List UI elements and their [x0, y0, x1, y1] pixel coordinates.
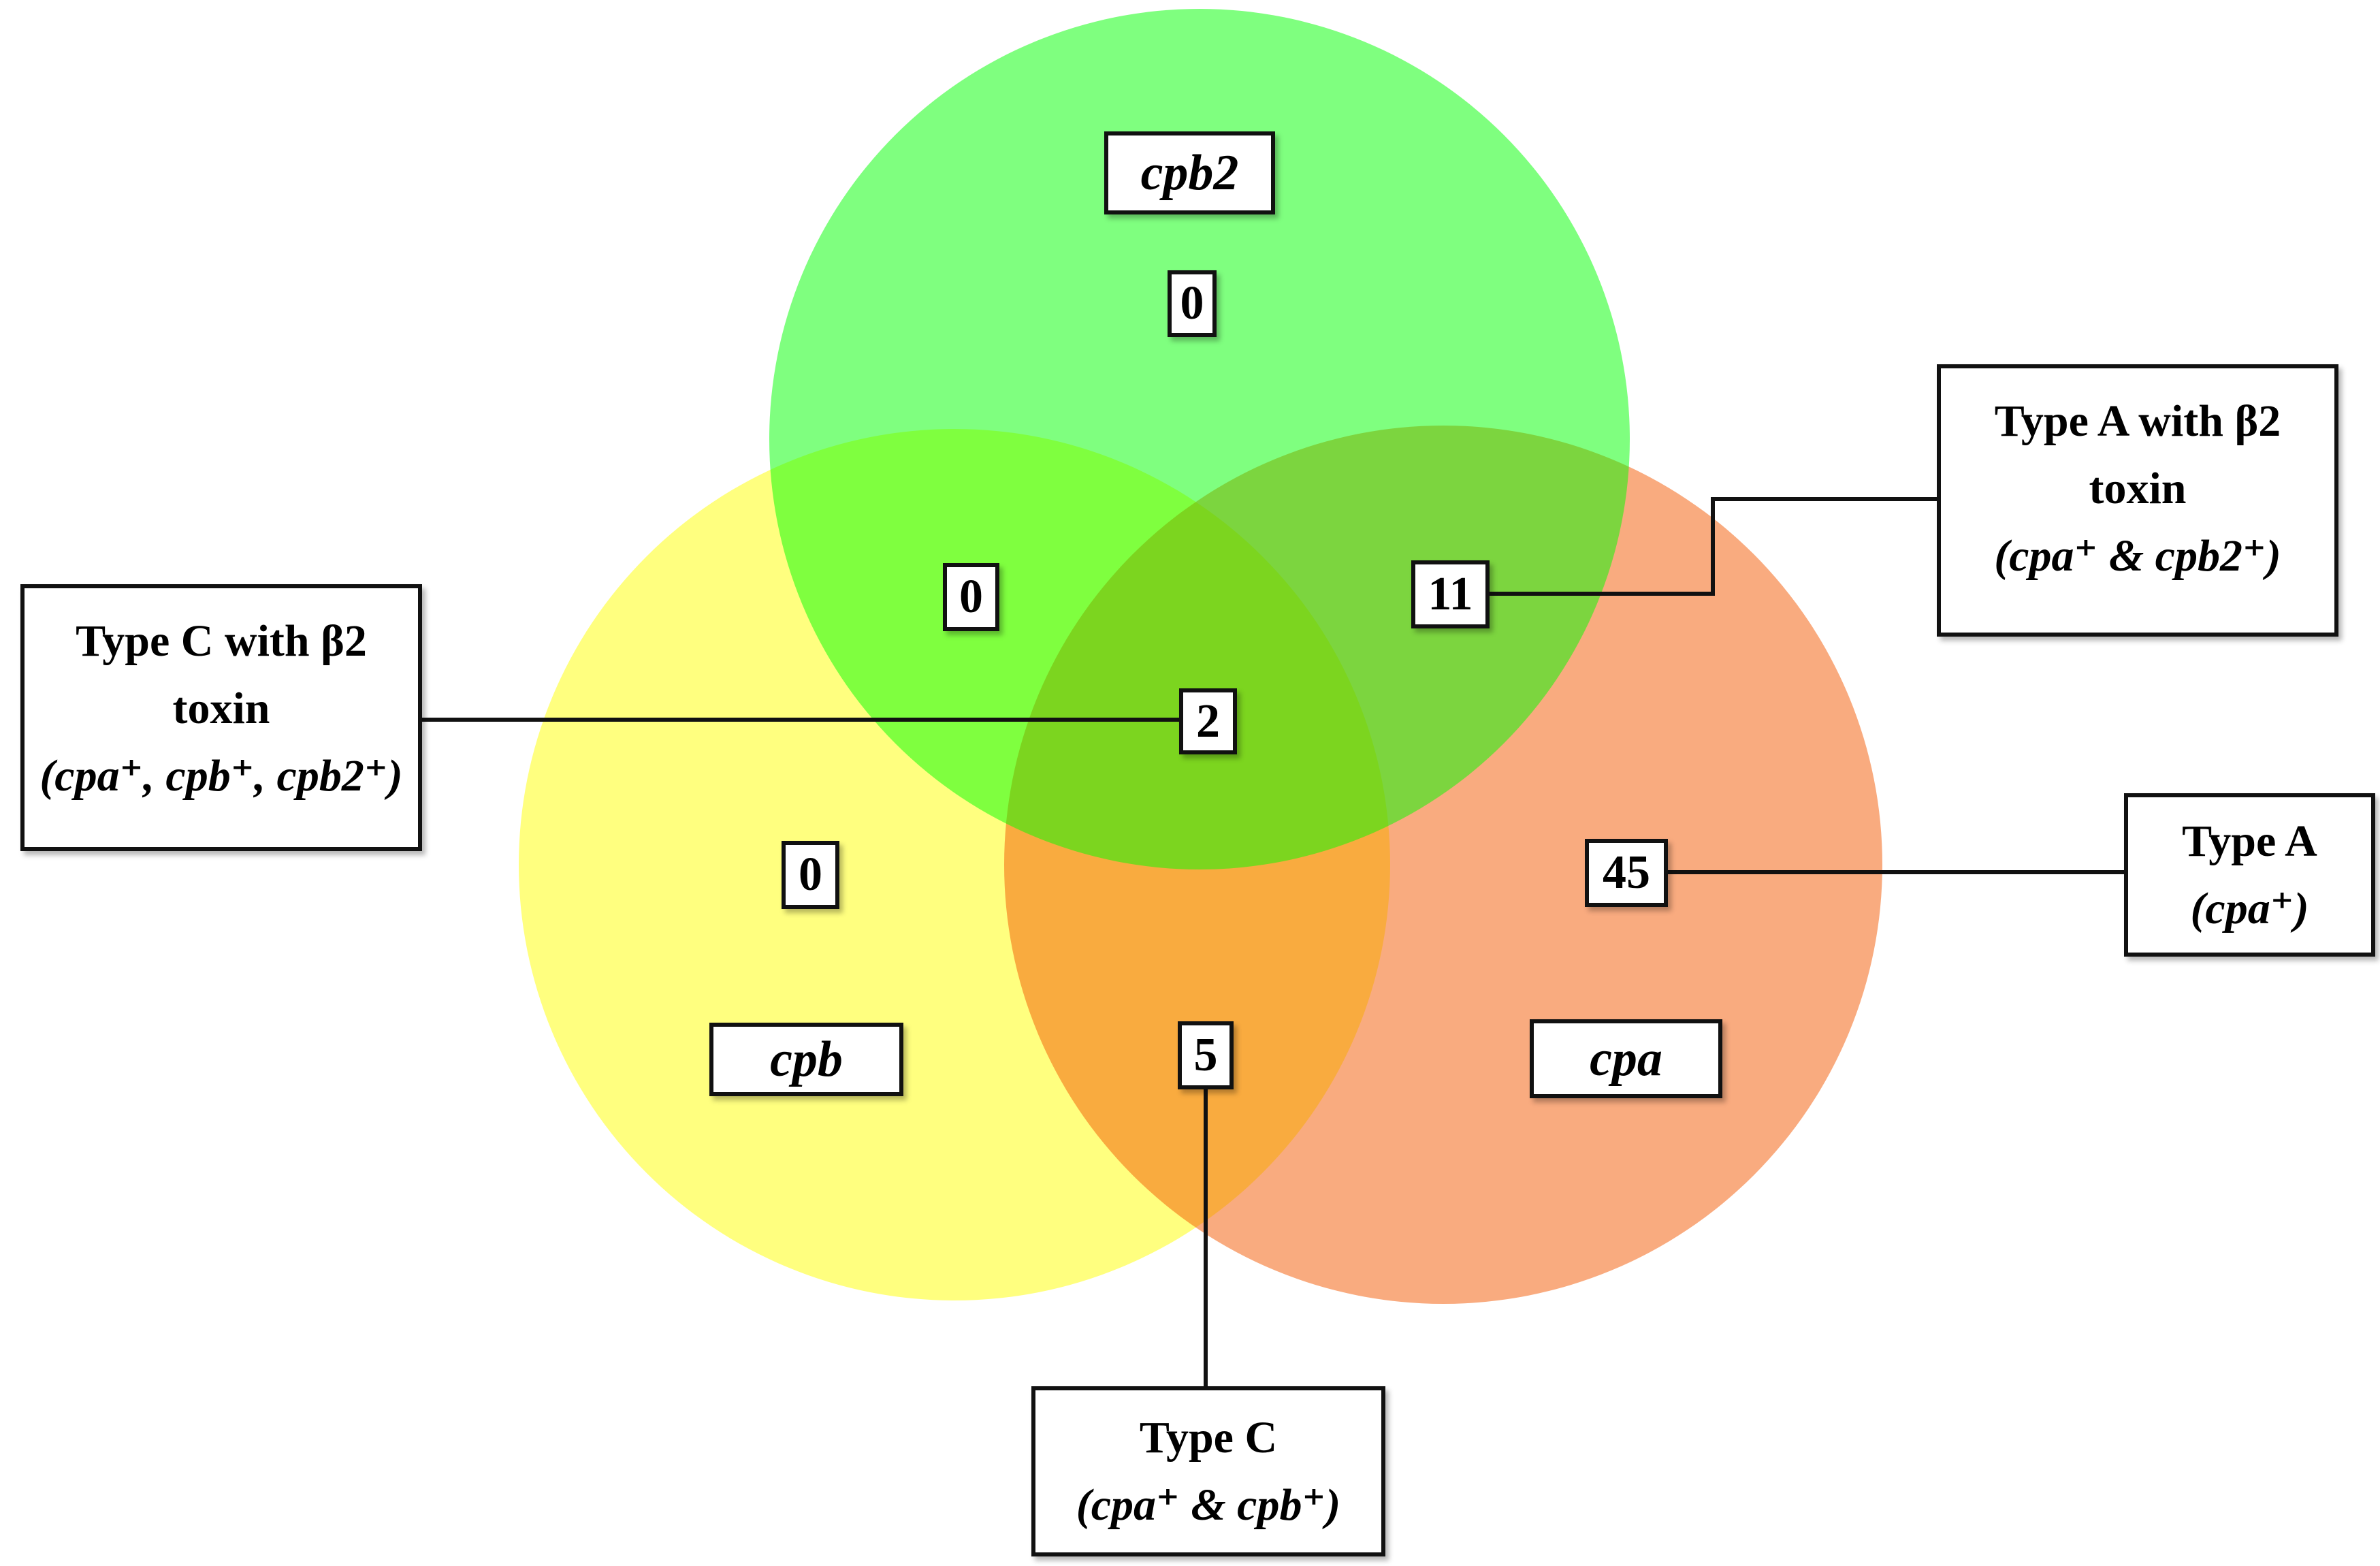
- count-triple-overlap: 2: [1196, 694, 1220, 748]
- count-box-cpa-only: 45: [1585, 839, 1668, 907]
- connector-line-type-c: [1204, 1089, 1208, 1386]
- count-cpb2-cpa-overlap: 11: [1428, 568, 1473, 620]
- set-label-cpb-text: cpb: [770, 1032, 843, 1087]
- count-cpb2-cpb-overlap: 0: [959, 571, 983, 623]
- connector-line-type-a-b2-seg1: [1490, 592, 1715, 596]
- callout-type-c-b2-line1: Type C with β2: [76, 616, 367, 666]
- callout-type-a-b2-genes: (cpa⁺ & cpb2⁺): [1994, 531, 2281, 581]
- callout-type-a: Type A (cpa⁺): [2124, 793, 2375, 957]
- callout-type-c-genes: (cpa⁺ & cpb⁺): [1076, 1480, 1341, 1530]
- set-label-cpa-text: cpa: [1590, 1031, 1662, 1087]
- callout-type-c: Type C (cpa⁺ & cpb⁺): [1031, 1386, 1385, 1556]
- count-box-cpb-only: 0: [782, 841, 839, 909]
- connector-line-type-c-b2: [422, 718, 1179, 722]
- callout-type-a-b2-line2: toxin: [2089, 464, 2187, 513]
- count-cpb2-only: 0: [1180, 277, 1204, 330]
- count-cpa-only: 45: [1603, 846, 1650, 899]
- callout-type-a-genes: (cpa⁺): [2190, 884, 2309, 933]
- count-box-cpb2-cpa-overlap: 11: [1411, 560, 1490, 628]
- count-box-cpb-cpa-overlap: 5: [1178, 1021, 1234, 1089]
- set-label-cpb: cpb: [709, 1023, 903, 1096]
- count-box-triple-overlap: 2: [1179, 688, 1237, 754]
- count-cpb-cpa-overlap: 5: [1193, 1029, 1218, 1081]
- set-label-cpa: cpa: [1530, 1019, 1722, 1098]
- callout-type-c-with-b2-toxin: Type C with β2 toxin (cpa⁺, cpb⁺, cpb2⁺): [20, 584, 422, 851]
- callout-type-c-b2-genes: (cpa⁺, cpb⁺, cpb2⁺): [39, 751, 403, 801]
- count-cpb-only: 0: [799, 848, 822, 901]
- callout-type-c-line1: Type C: [1139, 1413, 1278, 1463]
- set-label-cpb2: cpb2: [1104, 131, 1275, 214]
- callout-type-a-line1: Type A: [2182, 816, 2317, 866]
- connector-line-type-a-b2-seg3: [1711, 497, 1937, 501]
- set-label-cpb2-text: cpb2: [1140, 145, 1239, 201]
- connector-line-type-a-b2-seg2: [1711, 499, 1715, 596]
- count-box-cpb2-only: 0: [1168, 270, 1217, 337]
- callout-type-a-with-b2-toxin: Type A with β2 toxin (cpa⁺ & cpb2⁺): [1937, 364, 2338, 637]
- callout-type-a-b2-line1: Type A with β2: [1994, 396, 2281, 446]
- count-box-cpb2-cpb-overlap: 0: [943, 563, 999, 631]
- connector-line-type-a: [1668, 870, 2124, 874]
- callout-type-c-b2-line2: toxin: [172, 684, 270, 733]
